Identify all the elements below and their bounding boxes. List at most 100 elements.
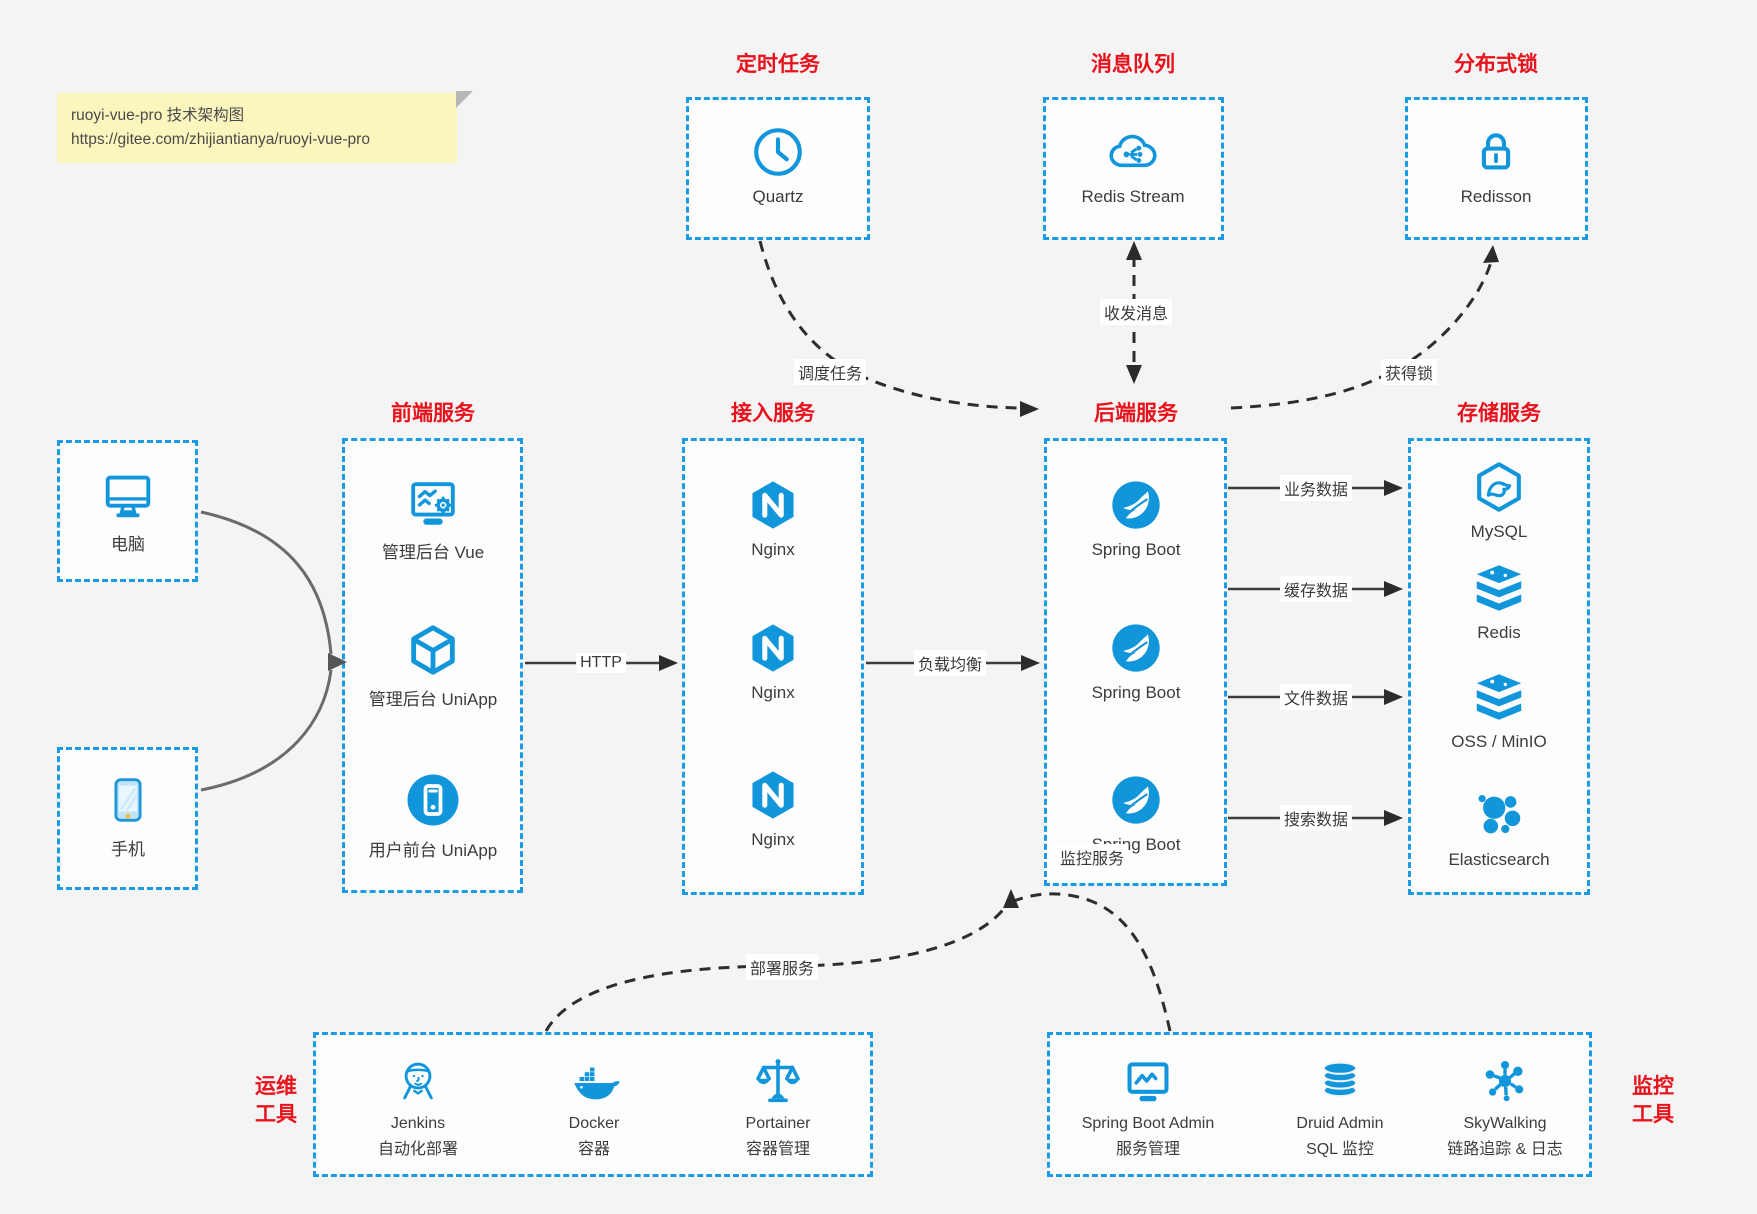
network-nodes-icon xyxy=(1478,1054,1532,1108)
monitor-title-line2: 工具 xyxy=(1632,1103,1674,1126)
mysql-icon xyxy=(1470,458,1528,516)
scheduler-box xyxy=(686,97,870,240)
lock-icon xyxy=(1467,123,1525,181)
node-nginx-1: Nginx xyxy=(683,476,863,560)
node-sublabel: 容器管理 xyxy=(745,1141,810,1158)
node-jenkins: Jenkins 自动化部署 xyxy=(328,1054,508,1159)
node-label: 用户前台 UniApp xyxy=(368,841,498,860)
node-label: Redis xyxy=(1477,623,1521,642)
phone-circle-icon xyxy=(403,770,463,830)
monitor-chart-icon xyxy=(1121,1054,1175,1108)
node-springboot-3: Spring Boot xyxy=(1046,771,1226,855)
node-admin-vue: 管理后台 Vue xyxy=(343,474,523,563)
phone-icon xyxy=(99,771,157,829)
node-label: MySQL xyxy=(1470,522,1528,541)
note-title: ruoyi-vue-pro 技术架构图 xyxy=(71,107,245,124)
node-portainer: Portainer 容器管理 xyxy=(688,1054,868,1159)
file-data-label: 文件数据 xyxy=(1279,684,1353,710)
mq-box xyxy=(1043,97,1224,240)
node-label: Druid Admin xyxy=(1296,1115,1384,1132)
node-label: OSS / MinIO xyxy=(1451,732,1547,751)
node-springboot-2: Spring Boot xyxy=(1046,619,1226,703)
sticky-note: ruoyi-vue-pro 技术架构图 https://gitee.com/zh… xyxy=(57,91,473,163)
elasticsearch-icon xyxy=(1470,786,1528,844)
cloud-stream-icon xyxy=(1104,123,1162,181)
gateway-title: 接入服务 xyxy=(731,402,815,425)
jenkins-icon xyxy=(391,1054,445,1108)
oss-icon xyxy=(1470,668,1528,726)
ops-box xyxy=(313,1032,873,1177)
node-mobile: 手机 xyxy=(38,771,218,860)
watch-label: 监控服务 xyxy=(1055,844,1129,870)
database-icon xyxy=(1313,1054,1367,1108)
node-label: Redisson xyxy=(1460,187,1532,206)
node-label: 管理后台 Vue xyxy=(381,543,485,562)
job-label: 调度任务 xyxy=(793,359,867,385)
node-label: Spring Boot xyxy=(1091,683,1181,702)
lock-label: 获得锁 xyxy=(1380,359,1438,385)
node-label: Docker xyxy=(568,1115,620,1132)
node-quartz: Quartz xyxy=(688,123,868,207)
spring-icon xyxy=(1107,619,1165,677)
node-label: 电脑 xyxy=(111,535,145,554)
search-data-label: 搜索数据 xyxy=(1279,805,1353,831)
nginx-icon xyxy=(744,619,802,677)
computer-icon xyxy=(99,466,157,524)
node-elasticsearch: Elasticsearch xyxy=(1409,786,1589,870)
node-label: 管理后台 UniApp xyxy=(368,690,498,709)
mq-title: 消息队列 xyxy=(1091,53,1175,76)
frontend-title: 前端服务 xyxy=(391,402,475,425)
node-sublabel: 自动化部署 xyxy=(377,1141,458,1158)
node-label: Redis Stream xyxy=(1081,187,1185,206)
node-nginx-2: Nginx xyxy=(683,619,863,703)
node-user-uniapp: 用户前台 UniApp xyxy=(343,770,523,861)
storage-title: 存储服务 xyxy=(1457,402,1541,425)
cache-data-label: 缓存数据 xyxy=(1279,576,1353,602)
node-mysql: MySQL xyxy=(1409,458,1589,542)
scheduler-title: 定时任务 xyxy=(736,53,820,76)
node-label: Portainer xyxy=(745,1115,811,1132)
node-label: SkyWalking xyxy=(1463,1115,1547,1132)
node-skywalking: SkyWalking 链路追踪 & 日志 xyxy=(1415,1054,1595,1159)
node-springboot-1: Spring Boot xyxy=(1046,476,1226,560)
node-oss-minio: OSS / MinIO xyxy=(1409,668,1589,752)
spring-icon xyxy=(1107,771,1165,829)
ops-title: 运维 工具 xyxy=(245,1073,307,1129)
node-sublabel: 服务管理 xyxy=(1115,1141,1180,1158)
monitor-title-line1: 监控 xyxy=(1632,1075,1674,1098)
node-label: Elasticsearch xyxy=(1448,850,1550,869)
node-redis: Redis xyxy=(1409,559,1589,643)
monitor-title: 监控 工具 xyxy=(1622,1073,1684,1129)
node-sublabel: SQL 监控 xyxy=(1306,1141,1374,1158)
node-sublabel: 链路追踪 & 日志 xyxy=(1447,1141,1563,1158)
node-sba: Spring Boot Admin 服务管理 xyxy=(1058,1054,1238,1159)
storage-box xyxy=(1408,438,1590,895)
node-docker: Docker 容器 xyxy=(504,1054,684,1159)
ops-title-line1: 运维 xyxy=(255,1075,297,1098)
docker-icon xyxy=(567,1054,621,1108)
admin-vue-icon xyxy=(404,474,462,532)
node-label: Jenkins xyxy=(390,1115,446,1132)
node-sublabel: 容器 xyxy=(577,1141,610,1158)
node-druid: Druid Admin SQL 监控 xyxy=(1250,1054,1430,1159)
biz-data-label: 业务数据 xyxy=(1279,475,1353,501)
node-label: Spring Boot xyxy=(1091,540,1181,559)
node-redis-stream: Redis Stream xyxy=(1043,123,1223,207)
lock-box xyxy=(1405,97,1588,240)
msg-label: 收发消息 xyxy=(1099,299,1173,325)
pc-to-frontend-curve xyxy=(200,510,333,655)
node-label: Spring Boot Admin xyxy=(1081,1115,1215,1132)
clock-icon xyxy=(749,123,807,181)
backend-title: 后端服务 xyxy=(1094,402,1178,425)
lb-label: 负载均衡 xyxy=(913,650,987,676)
deploy-label: 部署服务 xyxy=(745,954,819,980)
monitor-box xyxy=(1047,1032,1592,1177)
node-pc: 电脑 xyxy=(38,466,218,555)
note-fold-corner xyxy=(456,91,473,108)
cube-icon xyxy=(404,621,462,679)
nginx-icon xyxy=(744,476,802,534)
node-label: Nginx xyxy=(751,540,795,559)
redis-icon xyxy=(1470,559,1528,617)
note-url: https://gitee.com/zhijiantianya/ruoyi-vu… xyxy=(71,131,370,148)
